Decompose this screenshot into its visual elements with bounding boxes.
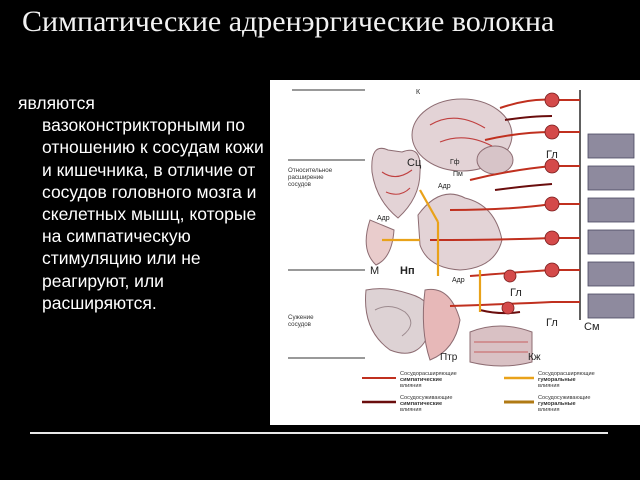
label-sc: Сц [407,157,422,169]
label-adr-upper: Адр [438,183,451,190]
label-k: К [416,89,421,96]
label-gl-mid: Гл [510,287,522,299]
legend-con-symp-1: Сосудосуживающие [400,395,453,401]
label-m: М [370,265,379,277]
humoral-fibers [382,189,482,312]
legend-con-hum-3: влияния [538,407,560,413]
side-label-constriction-1: Сужение [288,314,314,321]
label-gf: Гф [450,159,460,166]
sympathetic-innervation-diagram: Относительное расширение сосудов Сужение… [270,80,640,425]
body-text-first-line: являются [18,93,95,113]
intestine-shape [365,288,433,354]
legend-con-symp-3: влияния [400,407,422,413]
heart-shape [371,147,421,219]
liver-shape [417,193,503,271]
label-adr-left: Адр [377,215,390,222]
brain-shape [411,98,514,175]
side-label-dilation-2: расширение [288,174,324,181]
label-pm: Пм [453,171,463,178]
side-label-constriction-2: сосудов [288,321,312,328]
lung-shape [365,219,395,266]
bottom-divider [30,432,608,434]
slide-title: Симпатические адренэргические волокна [22,5,555,38]
slide-body-text: являются вазоконстрикторными по отношени… [18,92,268,314]
legend-dil-symp-1: Сосудорасширяющие [400,371,457,377]
label-gl-bottom: Гл [546,317,558,329]
legend-dil-hum-2: гуморальные [538,377,576,383]
body-text-continuation: вазоконстрикторными по отношению к сосуд… [42,115,264,313]
side-label-dilation-1: Относительное [288,167,333,174]
legend-dil-symp-2: симпатические [400,377,442,383]
legend-dil-hum-3: влияния [538,383,560,389]
label-gl-top: Гл [546,149,558,161]
legend-dil-symp-3: влияния [400,383,422,389]
side-label-dilation-3: сосудов [288,181,312,188]
legend-con-hum-1: Сосудосуживающие [538,395,591,401]
legend-con-hum-2: гуморальные [538,401,576,407]
label-ptr: Птр [440,352,458,363]
muscle-tissue-shape [422,288,461,361]
constricting-fibers [479,115,553,315]
label-kzh: Кж [528,352,541,363]
legend-dil-hum-1: Сосудорасширяющие [538,371,595,377]
skin-tissue-shape [469,325,533,367]
spinal-segments [587,133,635,319]
label-np: Нп [400,265,415,277]
label-adr-lower: Адр [452,277,465,284]
legend: Сосудорасширяющие симпатические влияния … [362,371,595,413]
ganglia [501,92,560,315]
label-sm: См [584,321,600,333]
legend-con-symp-2: симпатические [400,401,442,407]
side-rules [288,89,365,359]
